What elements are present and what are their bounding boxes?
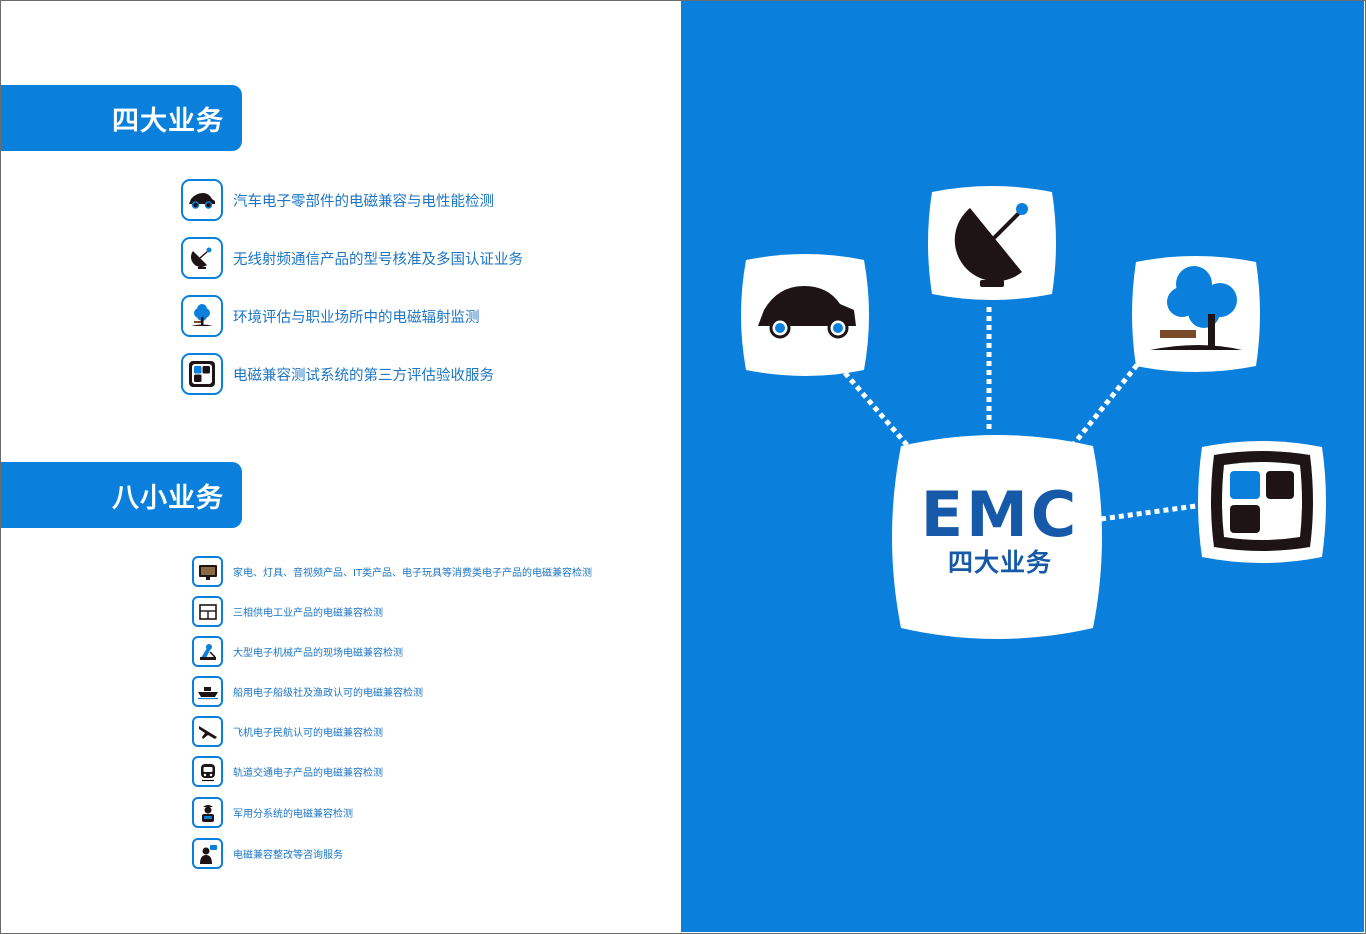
car-icon xyxy=(758,286,856,339)
minor-item-military: 军用分系统的电磁兼容检测 xyxy=(192,797,353,828)
minor-item-aviation: 飞机电子民航认可的电磁兼容检测 xyxy=(192,716,383,747)
hub-title: EMC xyxy=(920,478,1080,551)
major-item-environment: 环境评估与职业场所中的电磁辐射监测 xyxy=(181,295,480,337)
minor-item-industrial: 三相供电工业产品的电磁兼容检测 xyxy=(192,596,383,627)
train-icon xyxy=(192,756,223,787)
car-icon xyxy=(181,179,223,221)
four-business-title: 四大业务 xyxy=(112,105,224,137)
hub-subtitle: 四大业务 xyxy=(947,548,1052,577)
eight-business-title: 八小业务 xyxy=(112,482,224,514)
eight-business-tab: 八小业务 xyxy=(0,462,242,528)
minor-item-label: 家电、灯具、音视频产品、IT类产品、电子玩具等消费类电子产品的电磁兼容检测 xyxy=(233,568,593,579)
major-item-label: 汽车电子零部件的电磁兼容与电性能检测 xyxy=(233,193,494,210)
consultant-icon xyxy=(192,838,223,869)
major-item-wireless: 无线射频通信产品的型号核准及多国认证业务 xyxy=(181,237,523,279)
ship-icon xyxy=(192,676,223,707)
test-system-icon xyxy=(1211,451,1313,551)
minor-item-label: 三相供电工业产品的电磁兼容检测 xyxy=(233,608,383,619)
tree-badge xyxy=(1130,250,1262,382)
soldier-icon xyxy=(192,797,223,828)
satellite-dish-icon xyxy=(181,237,223,279)
emc-hub xyxy=(889,430,1105,648)
minor-item-label: 军用分系统的电磁兼容检测 xyxy=(233,809,353,820)
major-item-third-party: 电磁兼容测试系统的第三方评估验收服务 xyxy=(181,353,494,395)
major-item-automotive: 汽车电子零部件的电磁兼容与电性能检测 xyxy=(181,179,494,221)
test-system-icon xyxy=(181,353,223,395)
satellite-dish-icon xyxy=(954,203,1028,287)
minor-item-machinery: 大型电子机械产品的现场电磁兼容检测 xyxy=(192,636,403,667)
hub-connectors xyxy=(843,307,1197,522)
minor-item-label: 大型电子机械产品的现场电磁兼容检测 xyxy=(233,648,403,659)
four-business-tab: 四大业务 xyxy=(0,85,242,151)
minor-item-label: 电磁兼容整改等咨询服务 xyxy=(233,850,343,861)
major-item-label: 无线射频通信产品的型号核准及多国认证业务 xyxy=(233,251,523,268)
tree-icon xyxy=(181,295,223,337)
cabinet-icon xyxy=(192,596,223,627)
machinery-icon xyxy=(192,636,223,667)
minor-item-label: 轨道交通电子产品的电磁兼容检测 xyxy=(233,768,383,779)
minor-item-label: 飞机电子民航认可的电磁兼容检测 xyxy=(233,728,383,739)
tree-icon xyxy=(1150,266,1242,350)
minor-item-consulting: 电磁兼容整改等咨询服务 xyxy=(192,838,343,869)
test-system-badge xyxy=(1196,435,1328,573)
monitor-icon xyxy=(192,556,223,587)
minor-item-label: 船用电子船级社及渔政认可的电磁兼容检测 xyxy=(233,688,423,699)
minor-item-rail: 轨道交通电子产品的电磁兼容检测 xyxy=(192,756,383,787)
minor-item-marine: 船用电子船级社及渔政认可的电磁兼容检测 xyxy=(192,676,423,707)
dish-badge xyxy=(926,180,1058,310)
car-badge xyxy=(740,248,872,386)
hub-label: EMC 四大业务 xyxy=(900,482,1100,578)
minor-item-consumer: 家电、灯具、音视频产品、IT类产品、电子玩具等消费类电子产品的电磁兼容检测 xyxy=(192,556,592,587)
airplane-icon xyxy=(192,716,223,747)
major-item-label: 环境评估与职业场所中的电磁辐射监测 xyxy=(233,309,480,326)
major-item-label: 电磁兼容测试系统的第三方评估验收服务 xyxy=(233,367,494,384)
